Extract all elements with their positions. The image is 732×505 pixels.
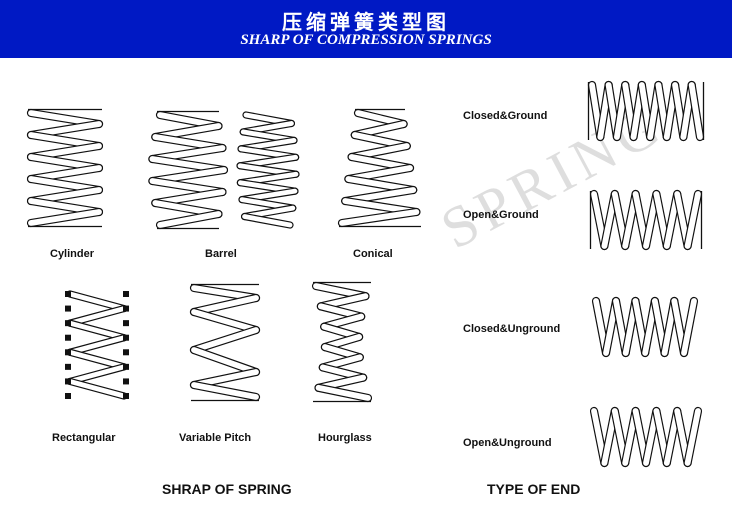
label-closed-unground: Closed&Unground — [463, 323, 561, 335]
label-rectangular: Rectangular — [52, 432, 116, 444]
spring-barrel-side — [236, 111, 300, 229]
rect-wire-section — [123, 291, 129, 297]
rect-wire-section — [65, 363, 71, 370]
spring-conical — [337, 108, 421, 228]
coil-wire — [683, 189, 703, 251]
spring-cylinder — [26, 108, 104, 228]
header-banner — [0, 0, 732, 58]
rect-wire-section — [65, 334, 71, 341]
spring-hourglass — [311, 281, 373, 403]
spring-closed-ground — [587, 80, 705, 142]
label-hourglass: Hourglass — [318, 432, 372, 444]
coil-wire — [190, 380, 260, 402]
rect-wire-section — [65, 305, 71, 312]
coil-wire — [155, 209, 223, 230]
label-open-ground: Open&Ground — [463, 209, 539, 221]
rect-wire-section — [65, 378, 71, 385]
rect-wire-section — [65, 320, 71, 327]
label-variable-pitch: Variable Pitch — [179, 432, 252, 444]
coil-wire — [314, 383, 373, 403]
rect-wire-section — [65, 291, 71, 297]
coil-wire — [26, 207, 104, 228]
spring-variable-pitch — [189, 283, 261, 402]
rect-wire-section — [123, 378, 129, 385]
rect-wire-section — [65, 393, 71, 399]
spring-barrel — [148, 110, 229, 230]
rect-wire-section — [123, 334, 129, 341]
rect-wire-section — [123, 393, 129, 399]
spring-closed-unground — [591, 296, 699, 358]
coil-wire — [240, 212, 294, 229]
coil-wire — [679, 296, 699, 358]
rect-wire-section — [65, 349, 71, 356]
rect-wire-section — [123, 363, 129, 370]
label-barrel: Barrel — [205, 248, 237, 260]
coil-wire — [683, 406, 703, 468]
label-cylinder: Cylinder — [50, 248, 95, 260]
label-closed-ground: Closed&Ground — [463, 110, 548, 122]
label-conical: Conical — [353, 248, 393, 260]
coil-wire — [66, 377, 128, 400]
coil-wire — [337, 207, 421, 228]
spring-open-ground — [589, 189, 703, 251]
rect-wire-section — [123, 305, 129, 312]
title-english: SHARP OF COMPRESSION SPRINGS — [240, 32, 492, 48]
title-chinese: 压缩弹簧类型图 — [282, 10, 450, 34]
section-title-shapes: SHRAP OF SPRING — [162, 481, 292, 497]
spring-open-unground — [589, 406, 703, 468]
rect-wire-section — [123, 320, 129, 327]
rect-wire-section — [123, 349, 129, 356]
label-open-unground: Open&Unground — [463, 437, 552, 449]
spring-rectangular — [65, 290, 129, 400]
section-title-ends: TYPE OF END — [487, 481, 581, 497]
